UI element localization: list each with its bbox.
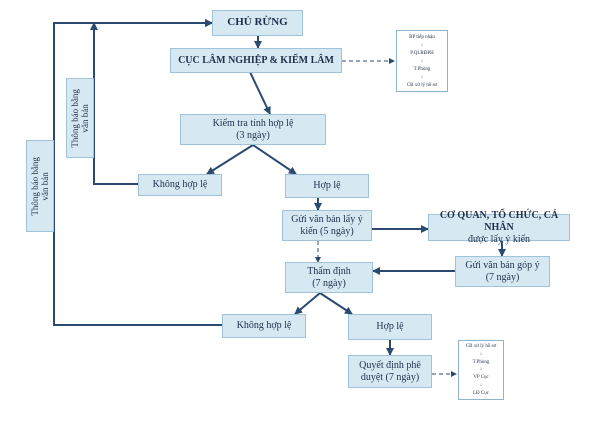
- node-hop-le-2: Hợp lệ: [348, 314, 432, 340]
- node-co-quan: CƠ QUAN, TỔ CHỨC, CÁ NHÂN được lấy ý kiế…: [428, 210, 570, 245]
- node-khong-hop-le-2: Không hợp lệ: [222, 314, 306, 338]
- arrow-cuc-kiemtra: [249, 71, 271, 115]
- node-khong-hop-le-1: Không hợp lệ: [138, 174, 222, 196]
- arrow-khl2-churung: [53, 19, 222, 326]
- side-chain-bottom: CB xử lý hồ sơ ↓ T.Phòng ↓ VP Cục ↓ LĐ C…: [458, 340, 504, 400]
- node-kiem-tra: Kiểm tra tính hợp lệ (3 ngày): [180, 114, 326, 145]
- node-quyet-dinh: Quyết định phê duyệt (7 ngày): [348, 355, 432, 388]
- inner-notice-label: Thông báo bằng văn bản: [66, 78, 94, 158]
- node-gui-gop-y: Gửi văn bản góp ý (7 ngày): [455, 256, 550, 287]
- chain-top-step: CB xử lý hồ sơ: [406, 82, 438, 88]
- chain-bottom-step: VP Cục: [473, 375, 489, 381]
- chain-top-step: P.QLRĐPH: [410, 50, 434, 56]
- outer-notice-label: Thông báo bằng văn bản: [26, 140, 54, 232]
- node-cuc-lam-nghiep: CỤC LÂM NGHIỆP & KIỂM LÂM: [170, 48, 342, 73]
- node-tham-dinh: Thẩm định (7 ngày): [285, 262, 373, 293]
- arrow-kiemtra-khl1: [206, 144, 254, 175]
- arrow-down-icon: ↓: [479, 352, 483, 358]
- chain-bottom-step: LĐ Cục: [473, 390, 489, 396]
- node-chu-rung: CHỦ RỪNG: [212, 10, 303, 36]
- node-hop-le-1: Hợp lệ: [285, 174, 369, 198]
- chain-bottom-step: CB xử lý hồ sơ: [465, 344, 497, 350]
- arrow-down-icon: ↓: [479, 367, 483, 373]
- chain-top-step: T.Phòng: [413, 66, 431, 72]
- arrow-kiemtra-hl1: [252, 144, 297, 175]
- arrow-down-icon: ↓: [479, 382, 483, 388]
- arrow-down-icon: ↓: [420, 74, 424, 80]
- arrow-thamdinh-khl2: [294, 292, 321, 315]
- arrow-down-icon: ↓: [420, 42, 424, 48]
- chain-bottom-step: T.Phòng: [472, 359, 490, 365]
- chain-top-step: BP tiếp nhận: [409, 34, 435, 40]
- arrow-thamdinh-hl2: [319, 292, 353, 315]
- side-chain-top: BP tiếp nhận ↓ P.QLRĐPH ↓ T.Phòng ↓ CB x…: [396, 30, 448, 92]
- arrow-down-icon: ↓: [420, 58, 424, 64]
- node-gui-van-ban: Gửi văn bản lấy ý kiến (5 ngày): [282, 210, 372, 241]
- arrow-khl1-churung: [90, 22, 138, 185]
